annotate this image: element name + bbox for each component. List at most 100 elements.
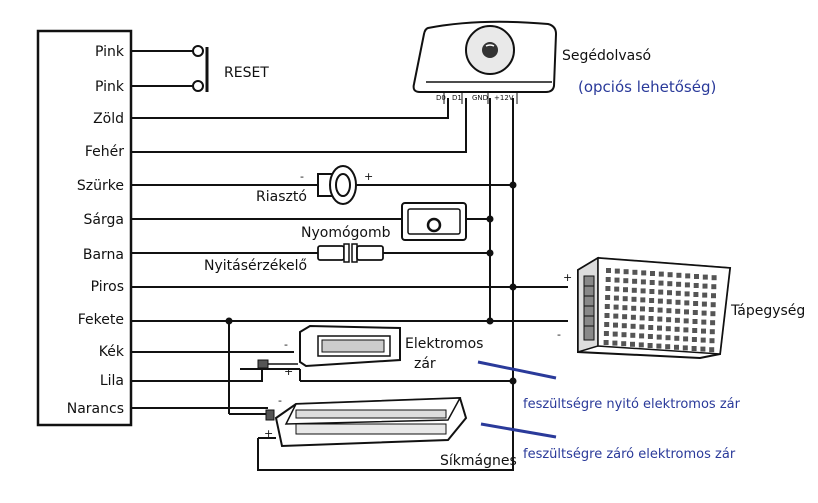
button-label: Nyomógomb (301, 225, 391, 241)
reset-label: RESET (224, 65, 269, 81)
note-close: feszültségre záró elektromos zár (523, 447, 736, 462)
vent-hole (650, 271, 655, 276)
vent-hole (623, 278, 629, 284)
vent-hole (613, 295, 619, 301)
vent-hole (693, 283, 699, 288)
vent-hole (675, 290, 681, 296)
vent-hole (622, 305, 628, 311)
vent-hole (683, 318, 689, 324)
vent-hole (648, 316, 654, 321)
wire-zold (131, 98, 449, 119)
alarm-minus: - (300, 170, 304, 183)
note-close-pointer (480, 422, 557, 439)
vent-hole (711, 284, 717, 290)
vent-hole (622, 314, 628, 320)
vent-hole (700, 337, 706, 343)
vent-hole (648, 307, 654, 312)
wire-label-kek: Kék (99, 344, 125, 360)
vent-hole (709, 329, 715, 335)
wire-labels: Pink Pink Zöld Fehér Szürke Sárga Barna … (67, 44, 125, 417)
vent-hole (701, 310, 707, 316)
electric-strike: - + (131, 324, 517, 385)
vent-hole (603, 331, 609, 336)
vent-hole (684, 309, 689, 315)
vent-hole (631, 305, 637, 311)
sensor-label: Nyitásérzékelő (204, 258, 307, 274)
vent-hole (623, 269, 629, 275)
vent-hole (684, 300, 690, 306)
vent-hole (630, 323, 636, 329)
vent-hole (675, 299, 681, 305)
vent-hole (639, 315, 645, 321)
vent-hole (604, 304, 610, 309)
vent-hole (614, 277, 620, 283)
vent-hole (694, 274, 699, 279)
strike-minus: - (284, 338, 288, 351)
vent-hole (683, 327, 689, 333)
wire-feher (131, 98, 467, 153)
vent-hole (640, 279, 646, 285)
wire-label-szurke: Szürke (77, 178, 124, 194)
reader-pin-12v: +12V (494, 94, 514, 102)
vent-hole (648, 325, 654, 330)
vent-hole (676, 272, 682, 278)
vent-hole (647, 343, 653, 348)
reader-pin-d1: D1 (452, 94, 462, 102)
vent-hole (700, 346, 706, 352)
vent-hole (701, 328, 706, 334)
alarm-siren: - + (131, 165, 517, 205)
vent-hole (711, 275, 717, 281)
vent-hole (657, 325, 662, 331)
vent-hole (605, 286, 611, 291)
wire-label-feher: Fehér (85, 144, 124, 160)
note-open: feszültségre nyitó elektromos zár (523, 397, 741, 412)
vent-hole (630, 341, 635, 347)
vent-hole (649, 280, 655, 285)
vent-hole (709, 347, 715, 353)
vent-hole (693, 301, 699, 306)
vent-hole (674, 326, 680, 332)
vent-hole (674, 317, 680, 323)
maglock-plus: + (264, 427, 273, 440)
vent-hole (701, 301, 707, 307)
vent-hole (658, 280, 664, 286)
vent-hole (709, 338, 715, 344)
vent-hole (702, 283, 708, 289)
wire-label-narancs: Narancs (67, 401, 124, 417)
vent-hole (682, 345, 688, 351)
controller-box (36, 29, 133, 427)
vent-hole (641, 270, 647, 276)
vent-hole (656, 343, 662, 349)
vent-hole (613, 304, 619, 310)
vent-hole (647, 334, 653, 339)
vent-hole (604, 313, 610, 318)
vent-hole (630, 332, 636, 338)
vent-hole (710, 320, 716, 326)
vent-hole (613, 313, 619, 319)
magnetic-lock: - + (131, 394, 514, 471)
vent-hole (667, 290, 672, 296)
lock-label-line1: Elektromos (405, 336, 483, 352)
vent-hole (692, 319, 698, 324)
wire-label-sarga: Sárga (84, 212, 124, 228)
vent-hole (631, 287, 637, 293)
vent-hole (665, 335, 671, 341)
psu-plus: + (563, 271, 572, 284)
vent-hole (692, 328, 698, 333)
vent-hole (701, 319, 707, 325)
vent-hole (639, 333, 645, 339)
vent-hole (665, 326, 671, 332)
psu-minus: - (557, 328, 561, 341)
vent-hole (684, 291, 690, 297)
vent-hole (710, 302, 716, 308)
psu-label: Tápegység (730, 303, 805, 319)
vent-hole (665, 344, 671, 350)
vent-hole (649, 289, 655, 294)
reader-pin-d0: D0 (436, 94, 446, 102)
vent-hole (604, 322, 610, 327)
strike-plus: + (284, 365, 293, 378)
wire-label-zold: Zöld (93, 111, 124, 127)
vent-hole (614, 268, 620, 274)
vent-hole (657, 298, 663, 304)
